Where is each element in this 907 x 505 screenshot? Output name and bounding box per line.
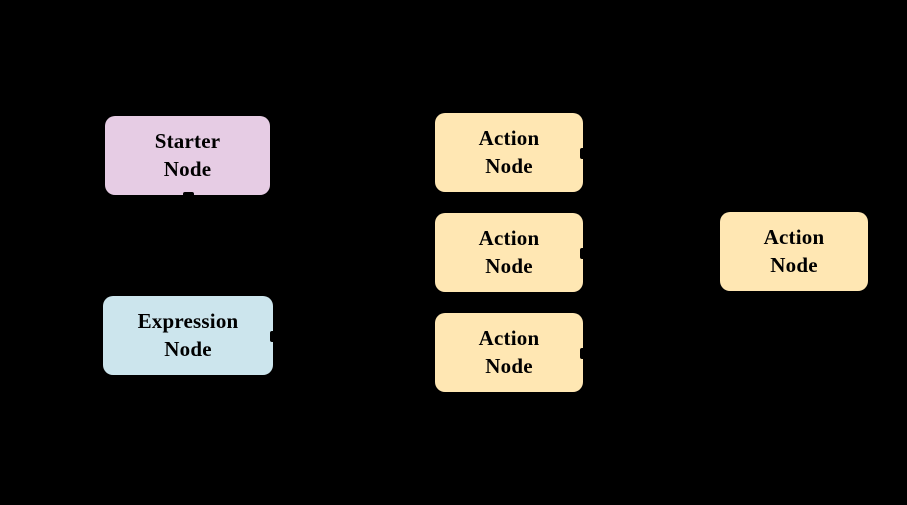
- action-node-1[interactable]: Action Node: [435, 113, 586, 192]
- action-node-3-label: Action Node: [478, 325, 540, 378]
- edge-expression-to-action-2: [272, 251, 436, 336]
- edge-action-2-to-action-4: [582, 250, 721, 253]
- action-node-3[interactable]: Action Node: [435, 313, 586, 392]
- action-node-2-label: Action Node: [478, 225, 540, 278]
- edge-expression-to-action-3: [272, 334, 436, 353]
- starter-node-label: Starter Node: [154, 128, 221, 181]
- expression-node[interactable]: Expression Node: [103, 296, 276, 375]
- action-node-2[interactable]: Action Node: [435, 213, 586, 292]
- starter-node-output-port[interactable]: [182, 192, 194, 198]
- action-node-1-output-port[interactable]: [580, 147, 586, 159]
- edge-action-1-to-action-4: [582, 151, 721, 252]
- action-node-4[interactable]: Action Node: [720, 212, 868, 291]
- expression-node-label: Expression Node: [137, 308, 239, 361]
- action-node-2-output-port[interactable]: [580, 247, 586, 259]
- action-node-1-label: Action Node: [478, 125, 540, 178]
- edge-expression-to-action-1: [272, 151, 436, 336]
- edge-action-3-to-action-4: [582, 250, 721, 353]
- starter-node[interactable]: Starter Node: [105, 116, 270, 198]
- expression-node-output-port[interactable]: [270, 330, 276, 342]
- action-node-4-label: Action Node: [763, 224, 825, 277]
- action-node-3-output-port[interactable]: [580, 347, 586, 359]
